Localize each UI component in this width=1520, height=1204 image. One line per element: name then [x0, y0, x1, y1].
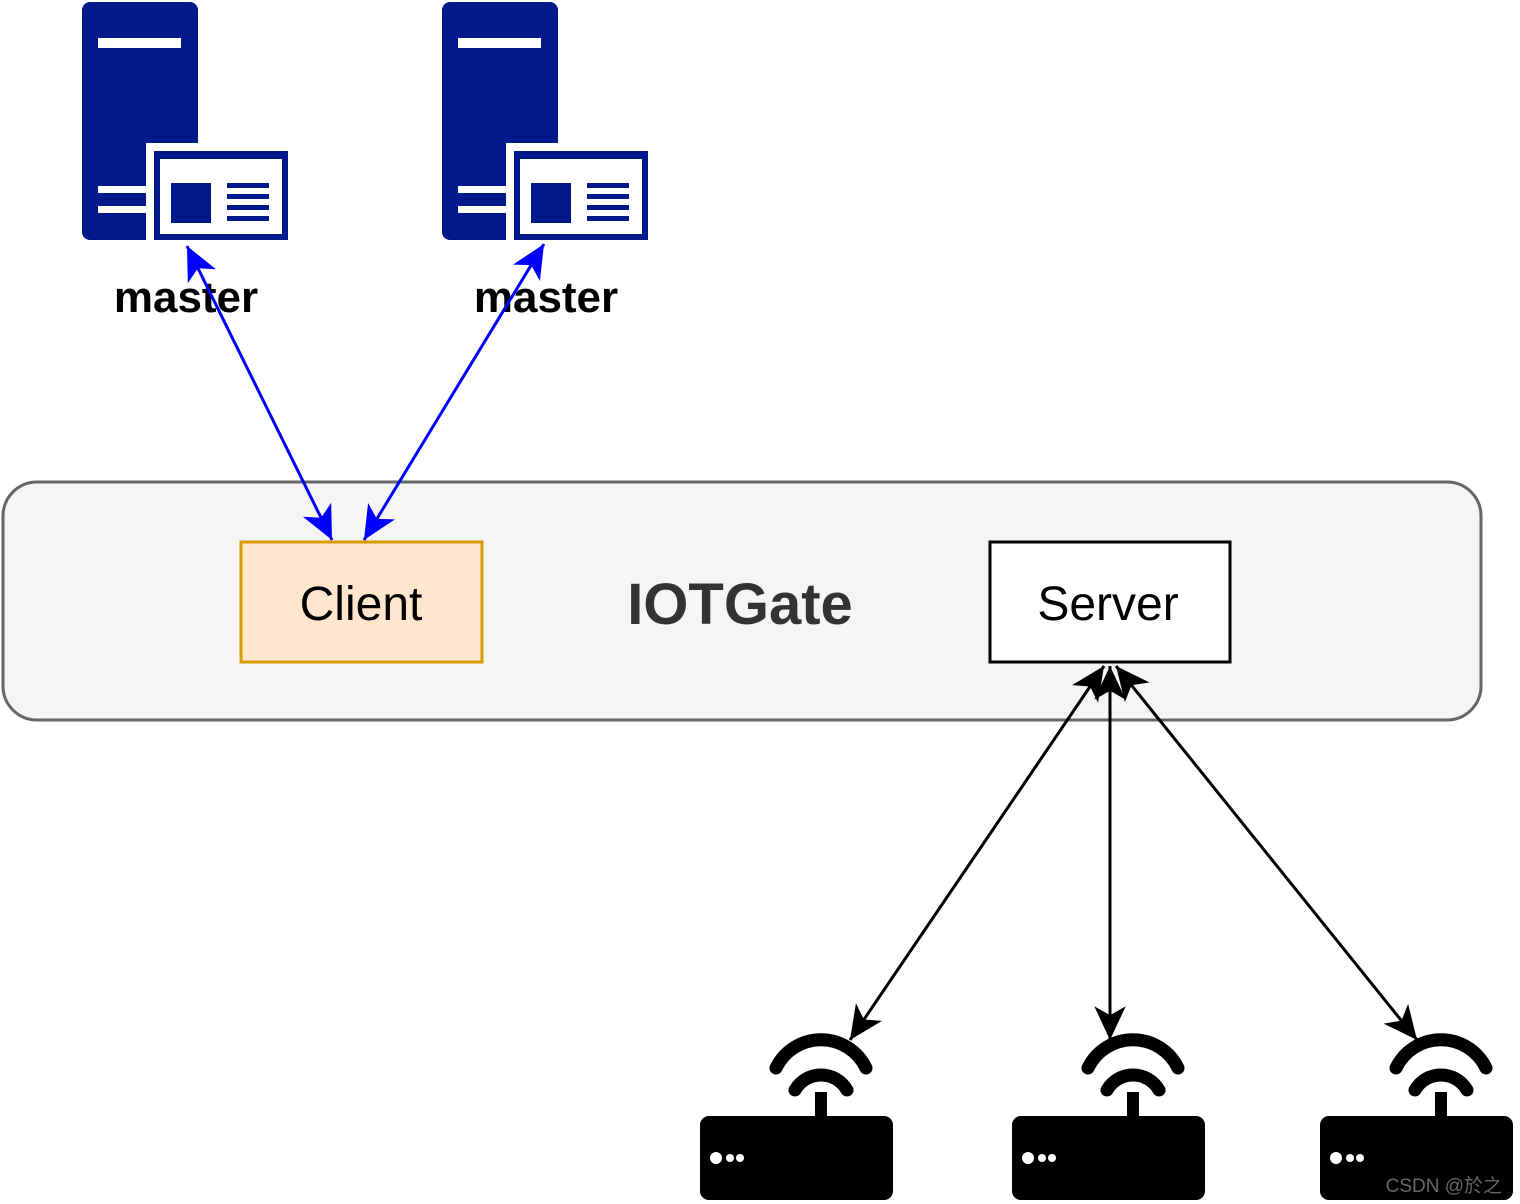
server-box	[988, 540, 1232, 664]
server-icon	[82, 2, 288, 243]
master-left-label: master	[114, 273, 258, 322]
client-box	[239, 540, 484, 664]
edge-client-master-left	[185, 245, 334, 541]
edge-server-device-3	[1114, 665, 1419, 1041]
client-label: Client	[300, 578, 423, 631]
edge-server-device-1	[848, 665, 1106, 1041]
server-label: Server	[1037, 578, 1178, 631]
watermark-text: CSDN @於之	[1386, 1175, 1502, 1197]
wifi-router-icon	[1320, 1033, 1513, 1200]
edge-client-master-right	[362, 243, 546, 541]
wifi-router-icon	[1012, 1033, 1205, 1200]
wifi-router-icon	[700, 1033, 893, 1200]
server-icon	[442, 2, 648, 243]
iotgate-label: IOTGate	[627, 572, 853, 637]
master-right-label: master	[474, 273, 618, 322]
